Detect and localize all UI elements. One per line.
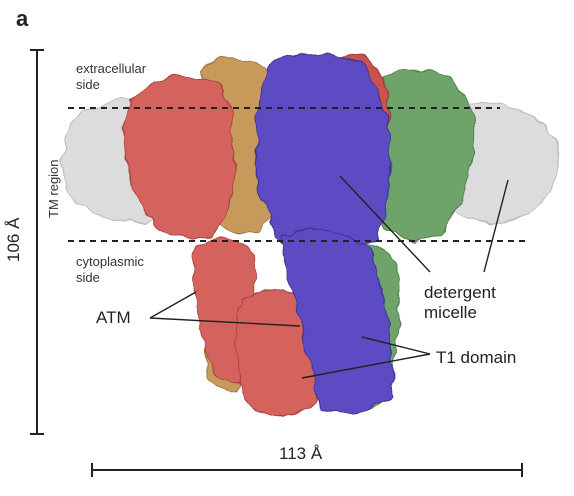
micelle-leader-2 — [483, 179, 509, 273]
subunit-red-tm — [125, 77, 235, 240]
subunit-green-tm — [374, 68, 475, 241]
atm-leader-1 — [149, 291, 197, 319]
t1-leader-2 — [301, 353, 431, 379]
tm-subunits — [125, 52, 475, 249]
atm-label: ATM — [96, 308, 131, 327]
height-scale-label: 106 Å — [4, 217, 23, 262]
t1-subunits — [193, 230, 400, 417]
extracellular-label-line2: side — [76, 77, 100, 92]
tm-region-label: TM region — [46, 159, 61, 218]
cytoplasmic-label-line2: side — [76, 270, 100, 285]
micelle-right — [454, 101, 559, 224]
detergent-micelle-line1: detergent — [424, 283, 496, 302]
t1-domain-label: T1 domain — [436, 348, 517, 367]
t1-leader-1 — [361, 336, 431, 355]
extracellular-label-line1: extracellular — [76, 61, 147, 76]
atm-leader-2 — [149, 317, 301, 327]
cytoplasmic-label: cytoplasmic side — [76, 254, 144, 286]
detergent-micelle-line2: micelle — [424, 303, 477, 322]
cytoplasmic-label-line1: cytoplasmic — [76, 254, 144, 269]
subunit-blue-t1 — [279, 230, 394, 413]
panel-letter: a — [16, 6, 29, 31]
micelle-leader-1 — [339, 175, 431, 273]
subunit-blue-tm — [256, 52, 390, 249]
detergent-micelle-label: detergent micelle — [424, 283, 496, 323]
extracellular-label: extracellular side — [76, 61, 146, 93]
width-scale-label: 113 Å — [279, 444, 323, 463]
